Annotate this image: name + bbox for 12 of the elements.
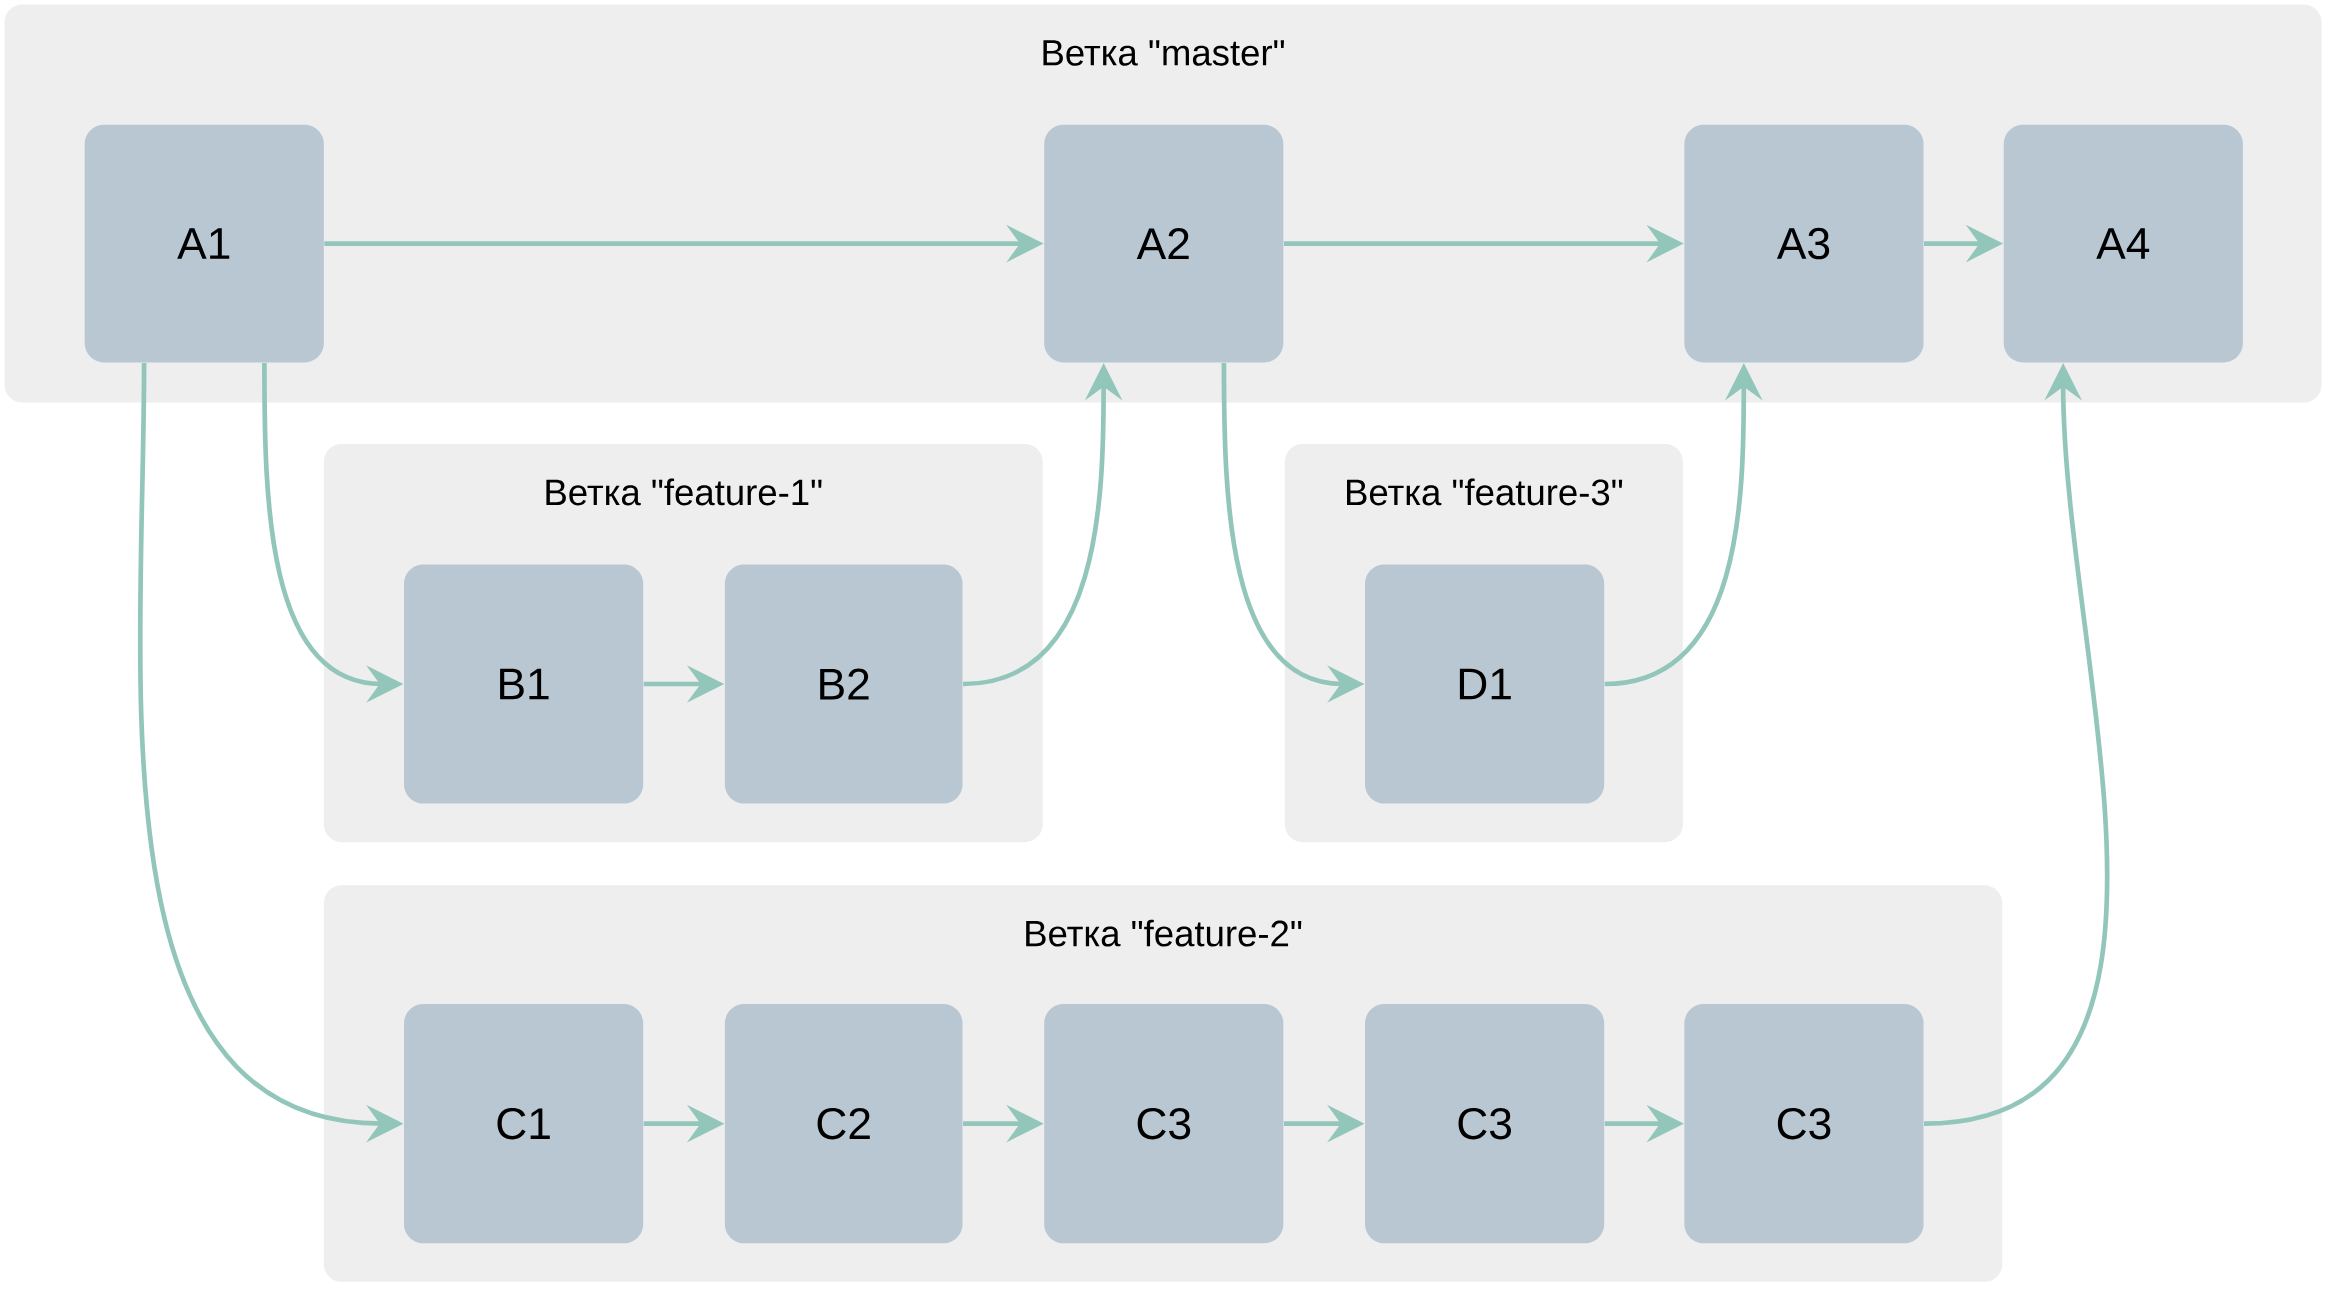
commit-box: A3 <box>1684 124 1924 363</box>
commit-box: B1 <box>404 564 644 804</box>
commit-box: C3 <box>1365 1003 1605 1244</box>
commit-box: A4 <box>2003 124 2243 363</box>
commit-box: C3 <box>1044 1003 1284 1244</box>
commit-box: B2 <box>724 564 963 804</box>
commit-box: C1 <box>404 1003 644 1244</box>
commit-box: D1 <box>1365 564 1605 804</box>
commit-box: C2 <box>724 1003 963 1244</box>
commit-box: A1 <box>84 124 324 363</box>
commit-box: A2 <box>1044 124 1284 363</box>
commit-box: C3 <box>1684 1003 1924 1244</box>
